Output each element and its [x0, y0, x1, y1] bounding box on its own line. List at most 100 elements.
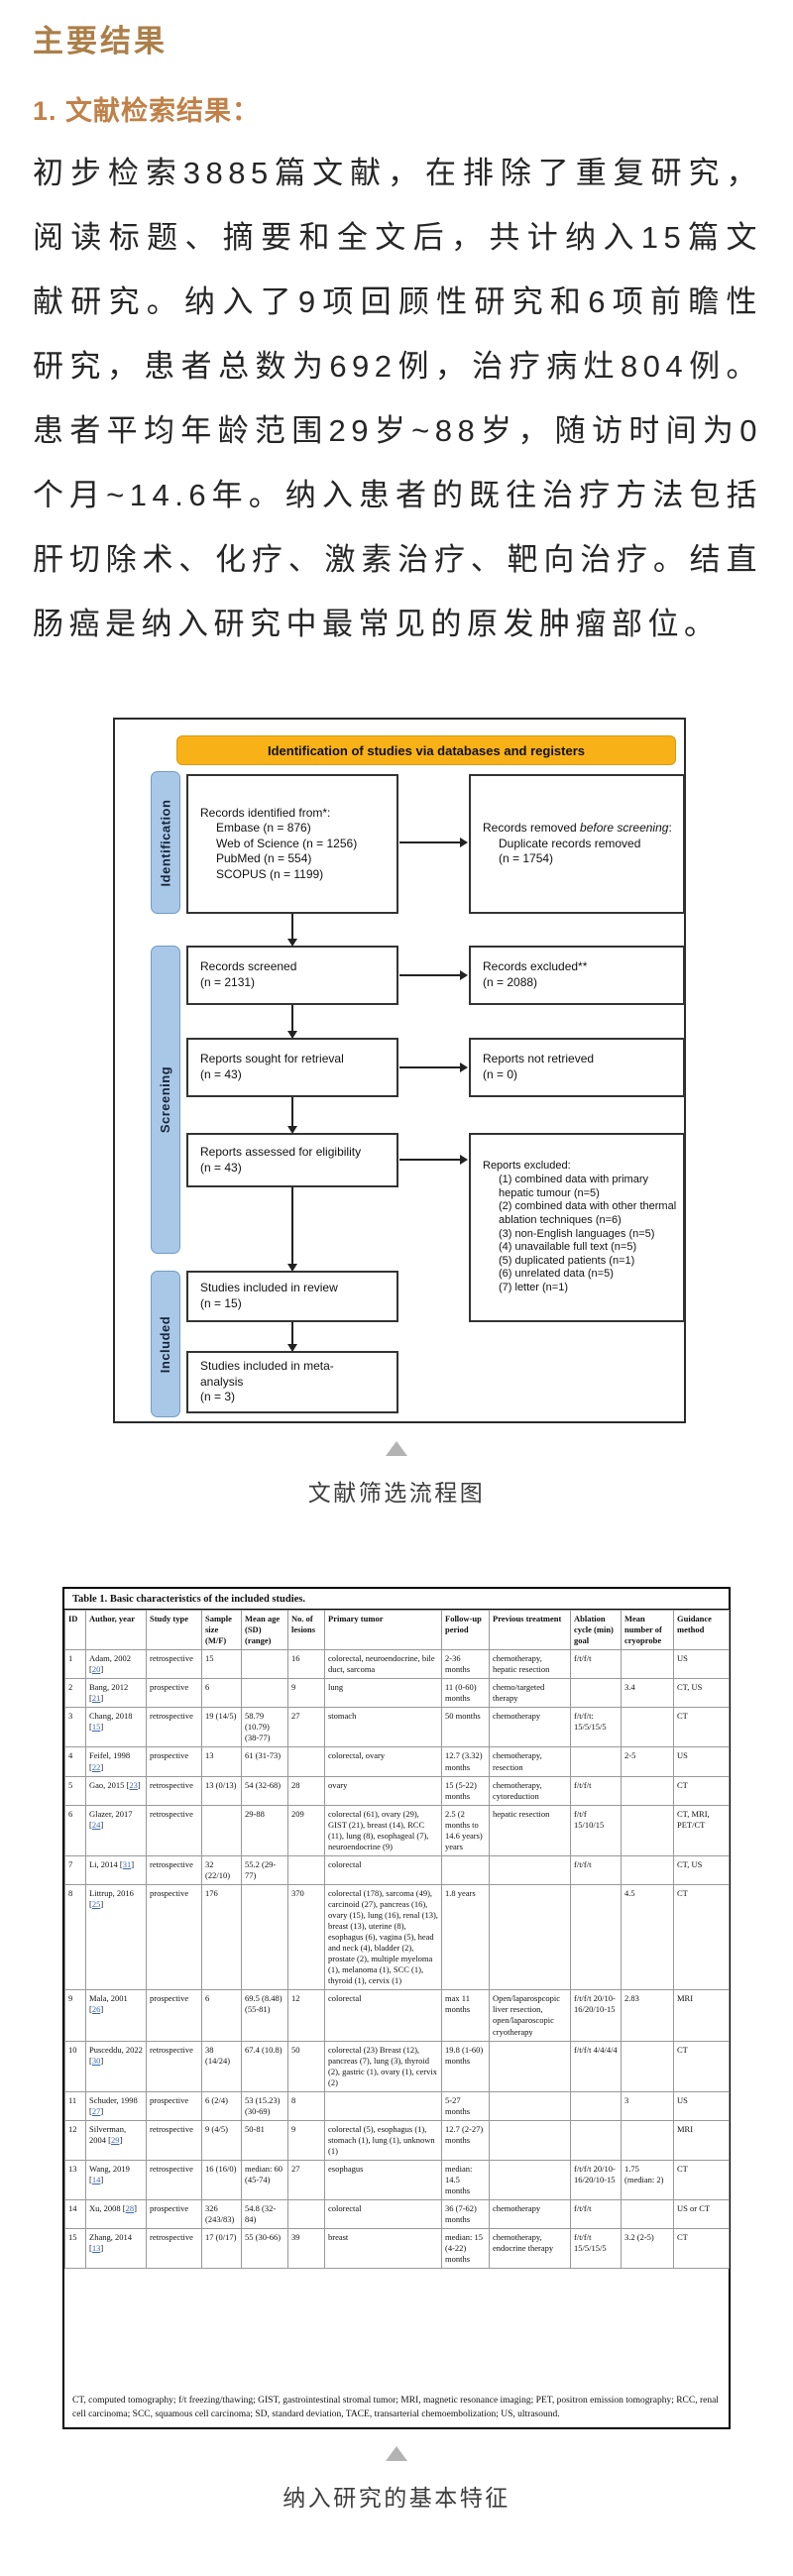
box-title: Records identified from*: [200, 805, 331, 820]
table-cell: retrospective [146, 2228, 202, 2270]
reference-link[interactable]: 26 [91, 2004, 101, 2015]
reference-link[interactable]: 13 [91, 2243, 101, 2254]
table-cell: 28 [287, 1775, 325, 1806]
table-cell: 12 [287, 1989, 325, 2042]
table-cell: 6 [64, 1804, 86, 1856]
arrow-down-icon [287, 1097, 297, 1134]
table-cell: 61 (31-73) [241, 1746, 288, 1777]
table-cell: 29-88 [241, 1804, 288, 1856]
table-cell: retrospective [146, 1854, 202, 1885]
table-column-header: Author, year [85, 1609, 147, 1651]
box-studies-included-meta: Studies included in meta-analysis(n = 3) [186, 1351, 398, 1413]
table-cell: 4 [64, 1746, 86, 1777]
table-cell: 9 (4/5) [201, 2119, 242, 2161]
table-cell: chemotherapy [489, 2199, 571, 2230]
table-cell: Schuder, 1998 [27] [85, 2090, 147, 2121]
rail-identification: Identification [151, 771, 180, 914]
table-cell: 39 [287, 2228, 325, 2270]
reference-link[interactable]: 23 [129, 1779, 138, 1790]
triangle-up-icon [0, 2446, 793, 2461]
text-line: (3) non-English languages (n=5) [499, 1227, 655, 1240]
table-cell: 36 (7-62) months [441, 2199, 490, 2230]
box-lines: (1) combined data with primary hepatic t… [483, 1174, 677, 1295]
table-column-header: Ablation cycle (min) goal [570, 1609, 622, 1651]
text-line: Studies included in meta- [200, 1359, 334, 1374]
text-line: (n = 43) [200, 1067, 242, 1081]
table-cell: colorectal [324, 1989, 442, 2042]
text-line: Reports sought for retrieval [200, 1052, 344, 1066]
table-cell [489, 2090, 571, 2121]
table-cell: 50-81 [241, 2119, 288, 2161]
reference-link[interactable]: 31 [122, 1858, 132, 1869]
page-title: 主要结果 [33, 24, 168, 58]
table-cell: 2 [64, 1678, 86, 1709]
table-cell [241, 1883, 288, 1991]
table-cell: f/t/f/t 20/10-16/20/10-15 [570, 2159, 622, 2201]
table-cell: colorectal, ovary [324, 1746, 442, 1777]
arrow-down-icon [287, 1322, 297, 1352]
reference-link[interactable]: 15 [91, 1722, 101, 1733]
table-cell: 8 [64, 1883, 86, 1991]
table-cell: colorectal [324, 1854, 442, 1885]
table-cell: Wang, 2019 [14] [85, 2159, 147, 2201]
table-cell: Feifel, 1998 [22] [85, 1746, 147, 1777]
reference-link[interactable]: 24 [91, 1819, 101, 1830]
table-cell: Pusceddu, 2022 [30] [85, 2040, 147, 2092]
table-cell: median: 15 (4-22) months [441, 2228, 490, 2270]
table-column-header: Mean number of cryoprobe [621, 1609, 674, 1651]
text-line: Web of Science (n = 1256) [216, 836, 358, 850]
prisma-flow-diagram: Identification of studies via databases … [113, 718, 686, 1423]
table-cell: 6 (2/4) [201, 2090, 242, 2121]
table-cell: 3 [621, 2090, 674, 2121]
text-line: (2) combined data with other thermal abl… [499, 1200, 677, 1226]
box-records-identified: Records identified from*: Embase (n = 87… [186, 774, 398, 914]
reference-link[interactable]: 29 [110, 2134, 120, 2145]
arrow-right-icon [399, 1063, 468, 1072]
table-cell: median: 60 (45-74) [241, 2159, 288, 2201]
study-characteristics-table: Table 1. Basic characteristics of the in… [62, 1587, 731, 2429]
table-cell [621, 1804, 674, 1856]
reference-link[interactable]: 28 [125, 2203, 135, 2214]
table-cell [441, 1854, 490, 1885]
table-cell: 3.4 [621, 1678, 674, 1709]
table-cell: f/t/f/t: 15/5/15/5 [570, 1707, 622, 1748]
table-cell: chemotherapy, endocrine therapy [489, 2228, 571, 2270]
table-cell: chemotherapy [489, 1707, 571, 1748]
text-line: (7) letter (n=1) [499, 1282, 568, 1293]
table-cell: 11 [64, 2090, 86, 2121]
table-column-header: No. of lesions [287, 1609, 325, 1651]
table-cell: 27 [287, 2159, 325, 2201]
reference-link[interactable]: 30 [91, 2055, 101, 2066]
table-cell [570, 2119, 622, 2161]
table-cell: CT [673, 2228, 730, 2270]
rail-label: Included [158, 1315, 173, 1373]
table-cell: colorectal (23) Breast (12), pancreas (7… [324, 2040, 442, 2092]
table-cell: chemo/targeted therapy [489, 1678, 571, 1709]
table-cell: colorectal, neuroendocrine, bile duct, s… [324, 1649, 442, 1680]
table-cell: 3 [64, 1707, 86, 1748]
table-cell: 13 [64, 2159, 86, 2201]
reference-link[interactable]: 20 [91, 1664, 101, 1675]
box-title: Records removed before screening: [483, 821, 677, 837]
reference-link[interactable]: 25 [91, 1898, 101, 1909]
table-cell: retrospective [146, 2159, 202, 2201]
table-column-header: Follow-up period [441, 1609, 490, 1651]
table-cell: 9 [287, 1678, 325, 1709]
table-cell [621, 2040, 674, 2092]
table-cell: CT [673, 1883, 730, 1991]
reference-link[interactable]: 14 [91, 2175, 101, 2185]
triangle-up-icon [0, 1441, 793, 1456]
reference-link[interactable]: 27 [91, 2105, 101, 2116]
reference-link[interactable]: 22 [91, 1761, 101, 1772]
table-cell [570, 1678, 622, 1709]
table-cell: 9 [64, 1989, 86, 2042]
reference-link[interactable]: 21 [91, 1693, 101, 1704]
table-cell: CT [673, 2159, 730, 2201]
text-line: (1) combined data with primary hepatic t… [499, 1174, 649, 1199]
table-cell: retrospective [146, 1649, 202, 1680]
table-cell [324, 2090, 442, 2121]
